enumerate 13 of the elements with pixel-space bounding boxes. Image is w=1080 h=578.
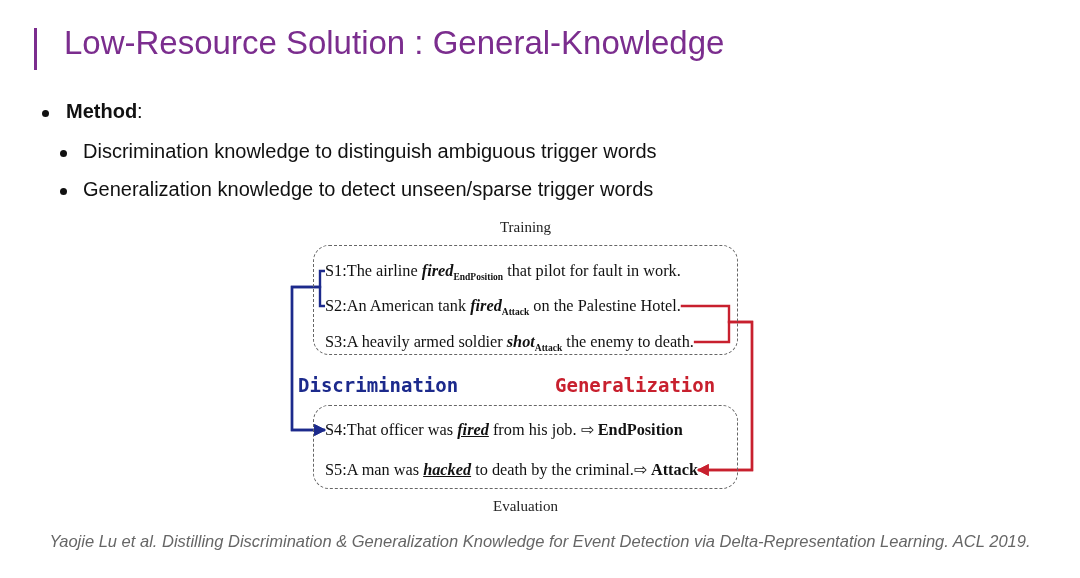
- example-sentence: S2:An American tank fired$_{Attack}$ on the Palestine Hotel.: [325, 296, 681, 316]
- bracket-arrow: [693, 320, 754, 476]
- citation: Yaojie Lu et al. Distilling Discrimination & Generalization Knowledge for Event Detection via Delta-Representation Learning. ACL 2019.: [48, 531, 1032, 552]
- section-heading: Method:: [66, 100, 143, 123]
- example-sentence: S4:That officer was fired from his job. ⇨ EndPosition: [325, 420, 683, 440]
- example-sentence: S1:The airline fired$_{EndPosition}$ that pilot for fault in work.: [325, 261, 681, 281]
- example-sentence: S3:A heavily armed soldier shot$_{Attack}$ the enemy to death.: [325, 332, 694, 352]
- group-heading: Evaluation: [492, 498, 559, 515]
- bullet-text: Generalization knowledge to detect unseen/sparse trigger words: [83, 178, 654, 201]
- group-heading: Training: [498, 219, 553, 236]
- slide-title: Low-Resource Solution : General-Knowledge: [64, 24, 725, 62]
- bullet-text: Discrimination knowledge to distinguish ambiguous trigger words: [83, 140, 657, 163]
- example-sentence: S5:A man was hacked to death by the criminal.⇨ Attack: [325, 460, 698, 480]
